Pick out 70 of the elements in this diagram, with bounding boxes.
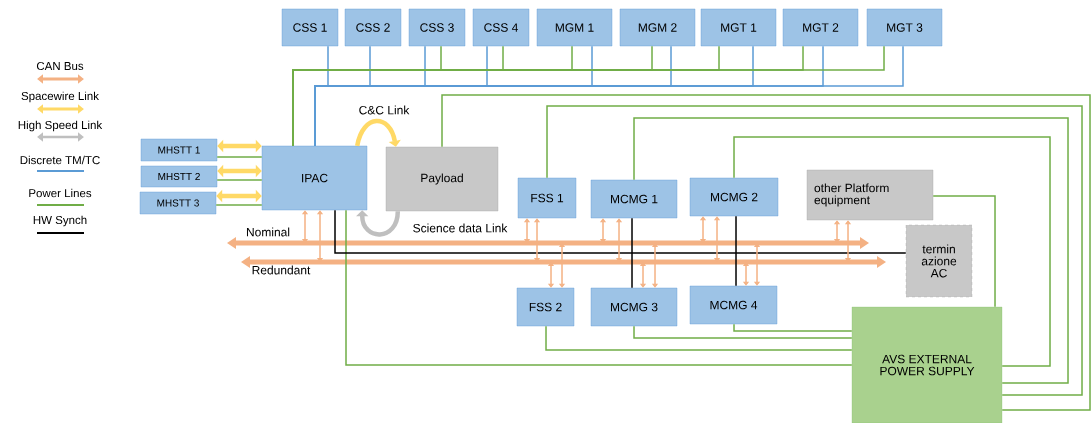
connector — [441, 94, 1091, 411]
connector — [633, 117, 1069, 384]
legend-label: HW Synch — [33, 215, 87, 227]
power-supply-box: AVS EXTERNAL POWER SUPPLY — [851, 306, 1003, 423]
unit-box: MHSTT 3 — [139, 191, 217, 215]
connector — [345, 209, 853, 366]
bus-bar — [227, 237, 869, 249]
unit-box: MCMG 1 — [590, 179, 678, 219]
unit-box: MCMG 3 — [590, 287, 678, 327]
unit-box: CSS 3 — [408, 8, 466, 47]
connector — [317, 210, 323, 262]
unit-box: FSS 1 — [517, 177, 577, 219]
connector — [733, 136, 1051, 367]
legend-label: Spacewire Link — [21, 91, 99, 103]
edge-label: C&C Link — [357, 104, 411, 116]
legend-label: Discrete TM/TC — [20, 155, 100, 165]
connector — [640, 262, 646, 288]
connector — [548, 262, 554, 288]
connector — [534, 218, 540, 262]
unit-box: MCMG 2 — [689, 177, 779, 217]
connector — [356, 210, 401, 237]
connector — [215, 204, 263, 206]
connector — [633, 325, 853, 339]
connector — [932, 195, 996, 308]
connector — [334, 209, 907, 254]
connector — [524, 218, 530, 243]
unit-box: MGT 1 — [700, 8, 777, 47]
unit-box: MGT 2 — [782, 8, 859, 47]
unit-box: MGT 3 — [866, 8, 943, 47]
connector — [545, 325, 853, 351]
connector — [302, 210, 308, 243]
unit-box: IPAC — [261, 145, 368, 211]
unit-box: CSS 1 — [281, 8, 339, 47]
connector — [733, 323, 853, 332]
connector — [700, 216, 706, 243]
connector — [216, 189, 262, 203]
unit-box: Payload — [385, 146, 499, 212]
connector — [845, 220, 851, 262]
connector — [600, 218, 606, 243]
legend-label: CAN Bus — [36, 61, 84, 71]
unit-box: CSS 2 — [344, 8, 402, 47]
connector — [834, 220, 840, 243]
connector — [216, 156, 263, 158]
unit-box: MGM 1 — [536, 8, 613, 47]
unit-box: MHSTT 1 — [140, 138, 218, 162]
connector — [735, 215, 737, 287]
connector — [754, 243, 760, 286]
connector — [217, 139, 262, 153]
termination-box: termin azione AC — [905, 224, 973, 298]
unit-box: other Platform equipment — [806, 169, 934, 221]
legend-label: High Speed Link — [18, 120, 103, 132]
unit-box: MCMG 4 — [689, 285, 778, 325]
legend-label: Power Lines — [29, 188, 92, 198]
unit-box: MGM 2 — [619, 8, 696, 47]
connector — [743, 262, 749, 286]
connector — [217, 164, 262, 178]
connector — [355, 118, 401, 147]
connector — [616, 218, 622, 262]
bus-label: Nominal — [247, 227, 290, 237]
bus-label: Redundant — [252, 265, 311, 275]
connector — [652, 243, 658, 288]
unit-box: FSS 2 — [516, 287, 575, 327]
edge-label: Science data Link — [411, 222, 509, 234]
unit-box: CSS 4 — [472, 8, 530, 47]
connector — [714, 216, 720, 262]
connector — [631, 217, 633, 289]
connector — [559, 243, 565, 288]
connector — [216, 179, 263, 181]
connector — [546, 105, 1083, 396]
unit-box: MHSTT 2 — [140, 165, 218, 188]
